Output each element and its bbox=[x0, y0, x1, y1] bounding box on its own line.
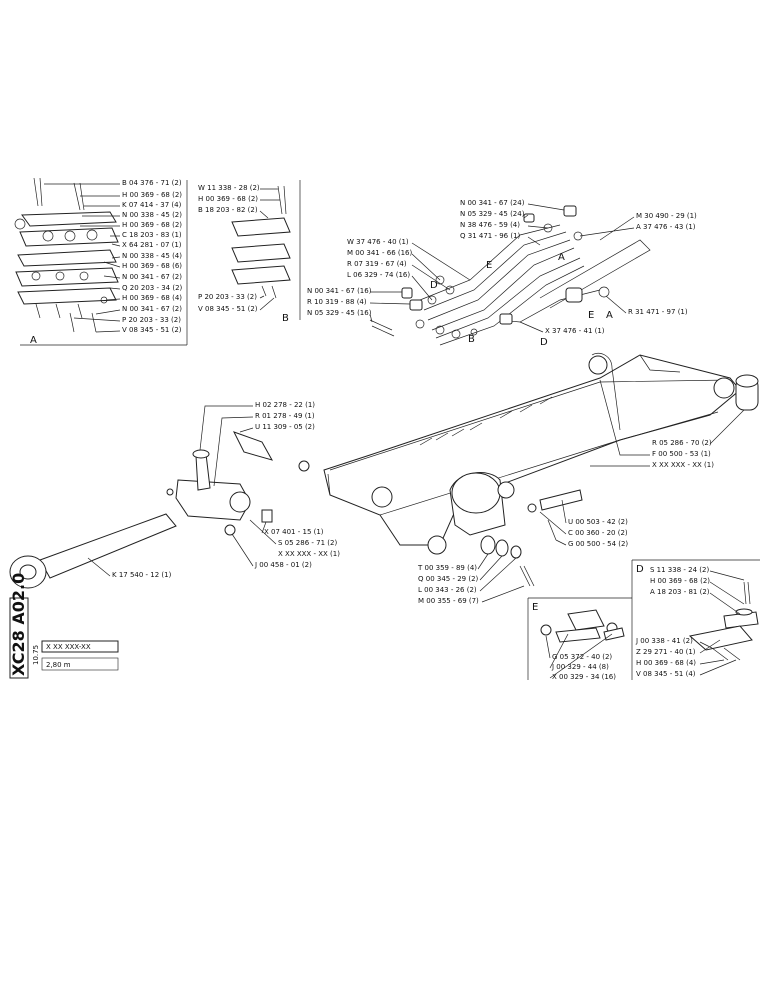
part-label-boom-12: C 00 360 - 20 (2) bbox=[568, 529, 628, 537]
part-label-a-7: X 64 281 - 07 (1) bbox=[122, 241, 182, 249]
boom-labels: H 02 278 - 22 (1) R 01 278 - 49 (1) U 11… bbox=[87, 379, 745, 605]
title-block: XC28 A02.0 10.75 X XX XXX-XX 2,80 m bbox=[9, 573, 119, 679]
part-label-d-4: J 00 338 - 41 (2) bbox=[635, 637, 693, 645]
part-label-a-10: N 00 341 - 67 (2) bbox=[122, 273, 182, 281]
part-label-hose-2: N 05 329 - 45 (24) bbox=[460, 210, 525, 218]
group-b-assembly: W 11 338 - 28 (2) H 00 369 - 68 (2) B 18… bbox=[198, 180, 301, 324]
part-label-boom-3: U 11 309 - 05 (2) bbox=[255, 423, 315, 431]
part-label-a-8: N 00 338 - 45 (4) bbox=[122, 252, 182, 260]
part-label-a-2: H 00 369 - 68 (2) bbox=[122, 191, 182, 199]
part-label-d-6: H 00 369 - 68 (4) bbox=[636, 659, 696, 667]
part-label-boom-7: X 07 401 - 15 (1) bbox=[264, 528, 324, 536]
part-label-hose-10: L 06 329 - 74 (16) bbox=[347, 271, 410, 279]
part-label-b-4: P 20 203 - 33 (2) bbox=[198, 293, 257, 301]
part-label-e-2: J 00 329 - 44 (8) bbox=[551, 663, 609, 671]
part-label-d-1: S 11 338 - 24 (2) bbox=[650, 566, 709, 574]
part-label-hose-12: R 10 319 - 88 (4) bbox=[307, 298, 367, 306]
group-d-assembly: D S 11 338 - 24 (2) H 00 369 - 68 (2) A … bbox=[631, 559, 760, 680]
boom-assembly bbox=[9, 352, 759, 589]
group-a-labels: B 04 376 - 71 (2) H 00 369 - 68 (2) K 07… bbox=[30, 179, 183, 346]
part-label-boom-1: H 02 278 - 22 (1) bbox=[255, 401, 315, 409]
part-label-boom-5: F 00 500 - 53 (1) bbox=[652, 450, 711, 458]
hose-letter-d: D bbox=[430, 280, 438, 291]
part-label-boom-11: U 00 503 - 42 (2) bbox=[568, 518, 628, 526]
part-label-a-4: N 00 338 - 45 (2) bbox=[122, 211, 182, 219]
part-label-boom-14: T 00 359 - 89 (4) bbox=[417, 564, 477, 572]
hose-letter-d-2: D bbox=[540, 337, 548, 348]
hose-letter-a-2: A bbox=[606, 310, 613, 321]
part-label-boom-18: K 17 540 - 12 (1) bbox=[112, 571, 172, 579]
part-label-hose-14: X 37 476 - 41 (1) bbox=[545, 327, 605, 335]
group-e-assembly: E G 05 372 - 40 (2) J 00 329 - 44 (8) X … bbox=[527, 597, 632, 681]
group-b-letter: B bbox=[282, 313, 289, 324]
part-label-boom-16: L 00 343 - 26 (2) bbox=[418, 586, 477, 594]
part-label-hose-6: A 37 476 - 43 (1) bbox=[636, 223, 696, 231]
hose-letter-a: A bbox=[558, 252, 565, 263]
part-label-a-13: N 00 341 - 67 (2) bbox=[122, 305, 182, 313]
part-label-boom-6: X XX XXX - XX (1) bbox=[652, 461, 714, 469]
part-label-a-6: C 18 203 - 83 (1) bbox=[122, 231, 182, 239]
part-label-a-15: V 08 345 - 51 (2) bbox=[122, 326, 182, 334]
part-label-hose-7: W 37 476 - 40 (1) bbox=[347, 238, 409, 246]
part-label-boom-9: X XX XXX - XX (1) bbox=[278, 550, 340, 558]
group-e-letter: E bbox=[532, 602, 538, 613]
part-label-a-3: K 07 414 - 37 (4) bbox=[122, 201, 182, 209]
part-label-b-5: V 08 345 - 51 (2) bbox=[198, 305, 258, 313]
part-label-hose-5: M 30 490 - 29 (1) bbox=[636, 212, 697, 220]
part-label-b-3: B 18 203 - 82 (2) bbox=[198, 206, 258, 214]
part-label-d-2: H 00 369 - 68 (2) bbox=[650, 577, 710, 585]
sheet-description: 2,80 m bbox=[46, 661, 71, 669]
part-label-hose-4: Q 31 471 - 96 (1) bbox=[460, 232, 521, 240]
part-label-e-3: X 00 329 - 34 (16) bbox=[552, 673, 616, 681]
part-label-hose-1: N 00 341 - 67 (24) bbox=[460, 199, 525, 207]
part-label-boom-2: R 01 278 - 49 (1) bbox=[255, 412, 315, 420]
part-label-a-14: P 20 203 - 33 (2) bbox=[122, 316, 181, 324]
sheet-part-number: X XX XXX-XX bbox=[46, 643, 91, 651]
part-label-a-12: H 00 369 - 68 (4) bbox=[122, 294, 182, 302]
part-label-hose-3: N 38 476 - 59 (4) bbox=[460, 221, 520, 229]
hose-letter-e: E bbox=[486, 260, 492, 271]
part-label-boom-13: G 00 500 - 54 (2) bbox=[568, 540, 628, 548]
part-label-b-2: H 00 369 - 68 (2) bbox=[198, 195, 258, 203]
part-label-boom-17: M 00 355 - 69 (7) bbox=[418, 597, 479, 605]
part-label-e-1: G 05 372 - 40 (2) bbox=[552, 653, 612, 661]
part-label-boom-4: R 05 286 - 70 (2) bbox=[652, 439, 712, 447]
sheet-code: XC28 A02.0 bbox=[9, 573, 28, 676]
part-label-hose-13: N 05 329 - 45 (16) bbox=[307, 309, 372, 317]
group-a-assembly bbox=[14, 177, 188, 346]
part-label-a-1: B 04 376 - 71 (2) bbox=[122, 179, 182, 187]
hose-pipe-assembly bbox=[369, 205, 651, 346]
hose-letter-e-2: E bbox=[588, 310, 594, 321]
part-label-hose-11: N 00 341 - 67 (16) bbox=[307, 287, 372, 295]
part-label-a-5: H 00 369 - 68 (2) bbox=[122, 221, 182, 229]
part-label-d-3: A 18 203 - 81 (2) bbox=[650, 588, 710, 596]
part-label-boom-10: J 00 458 - 01 (2) bbox=[254, 561, 312, 569]
part-label-hose-8: M 00 341 - 66 (16) bbox=[347, 249, 413, 257]
hose-letter-b: B bbox=[468, 334, 475, 345]
part-label-d-7: V 08 345 - 51 (4) bbox=[636, 670, 696, 678]
part-label-hose-9: R 07 319 - 67 (4) bbox=[347, 260, 407, 268]
group-d-letter: D bbox=[636, 564, 644, 575]
part-label-d-5: Z 29 271 - 40 (1) bbox=[636, 648, 696, 656]
part-label-boom-15: Q 00 345 - 29 (2) bbox=[418, 575, 479, 583]
part-label-hose-15: R 31 471 - 97 (1) bbox=[628, 308, 688, 316]
group-a-letter: A bbox=[30, 335, 37, 346]
sheet-date: 10.75 bbox=[32, 645, 40, 665]
hose-group-labels: N 00 341 - 67 (24) N 05 329 - 45 (24) N … bbox=[307, 199, 697, 348]
part-label-boom-8: S 05 286 - 71 (2) bbox=[278, 539, 337, 547]
part-label-a-9: H 00 369 - 68 (6) bbox=[122, 262, 182, 270]
part-label-b-1: W 11 338 - 28 (2) bbox=[198, 184, 260, 192]
part-label-a-11: Q 20 203 - 34 (2) bbox=[122, 284, 183, 292]
